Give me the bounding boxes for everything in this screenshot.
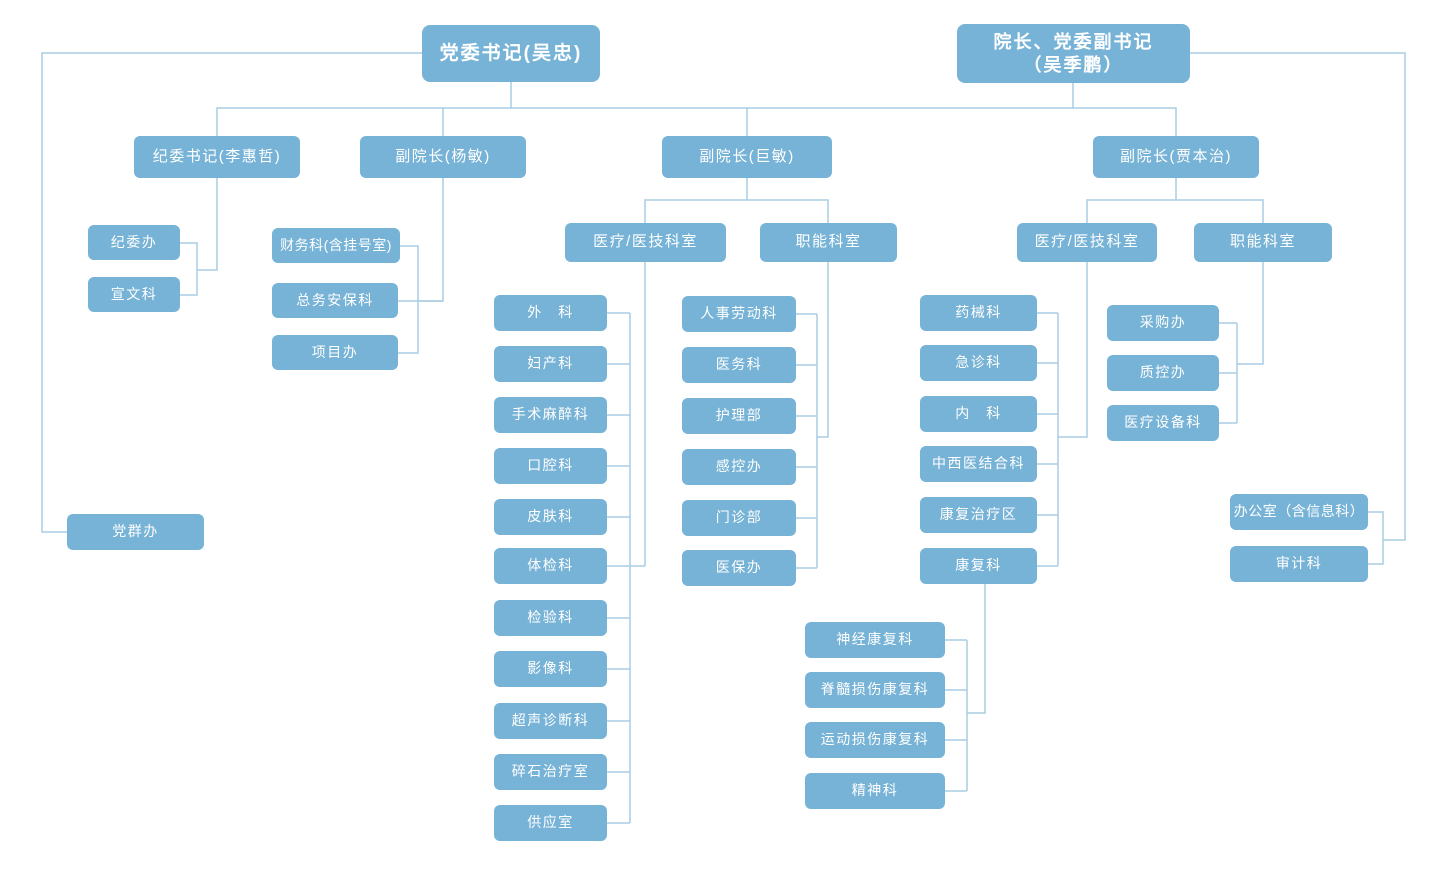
rehab-sub-dept-2: 运动损伤康复科 xyxy=(805,722,945,758)
yangmin-dept-2: 项目办 xyxy=(272,335,398,370)
rehab-sub-dept-0: 神经康复科 xyxy=(805,622,945,658)
medical-right-dept-3: 中西医结合科 xyxy=(920,446,1037,482)
medical-left-dept-3: 口腔科 xyxy=(494,448,607,484)
rehab-sub-dept-3: 精神科 xyxy=(805,773,945,809)
node-president: 院长、党委副书记 （吴季鹏） xyxy=(957,24,1190,83)
medical-left-dept-7: 影像科 xyxy=(494,651,607,687)
medical-right-dept-2: 内 科 xyxy=(920,396,1037,432)
medical-left-dept-1: 妇产科 xyxy=(494,346,607,382)
functional-right-dept-0: 采购办 xyxy=(1107,305,1219,341)
medical-right-dept-1: 急诊科 xyxy=(920,345,1037,381)
node-vp-jiabenzhi: 副院长(贾本治) xyxy=(1093,136,1259,178)
discipline-dept-1: 宣文科 xyxy=(88,277,180,312)
medical-left-dept-9: 碎石治疗室 xyxy=(494,754,607,790)
president-admin-dept-1: 审计科 xyxy=(1230,546,1368,582)
medical-right-dept-5: 康复科 xyxy=(920,548,1037,584)
node-vp-jumin: 副院长(巨敏) xyxy=(662,136,832,178)
president-admin-dept-0: 办公室（含信息科） xyxy=(1230,494,1368,530)
node-president-line2: （吴季鹏） xyxy=(1023,54,1124,75)
medical-left-dept-0: 外 科 xyxy=(494,295,607,331)
node-discipline-secretary: 纪委书记(李惠哲) xyxy=(134,136,300,178)
yangmin-dept-1: 总务安保科 xyxy=(272,283,398,318)
functional-left-dept-4: 门诊部 xyxy=(682,500,796,536)
node-party-secretary: 党委书记(吴忠) xyxy=(422,25,600,82)
medical-left-dept-4: 皮肤科 xyxy=(494,499,607,535)
medical-left-dept-5: 体检科 xyxy=(494,548,607,584)
functional-left-dept-3: 感控办 xyxy=(682,449,796,485)
functional-right-dept-1: 质控办 xyxy=(1107,355,1219,391)
medical-right-dept-4: 康复治疗区 xyxy=(920,497,1037,533)
medical-right-dept-0: 药械科 xyxy=(920,295,1037,331)
node-medical-header-right: 医疗/医技科室 xyxy=(1017,223,1157,262)
rehab-sub-dept-1: 脊髓损伤康复科 xyxy=(805,672,945,708)
functional-left-dept-2: 护理部 xyxy=(682,398,796,434)
node-vp-yangmin: 副院长(杨敏) xyxy=(360,136,526,178)
medical-left-dept-10: 供应室 xyxy=(494,805,607,841)
functional-right-dept-2: 医疗设备科 xyxy=(1107,405,1219,441)
node-president-line1: 院长、党委副书记 xyxy=(993,32,1154,52)
medical-left-dept-8: 超声诊断科 xyxy=(494,703,607,739)
functional-left-dept-0: 人事劳动科 xyxy=(682,296,796,332)
medical-left-dept-2: 手术麻醉科 xyxy=(494,397,607,433)
node-functional-header-right: 职能科室 xyxy=(1194,223,1332,262)
medical-left-dept-6: 检验科 xyxy=(494,600,607,636)
node-medical-header-left: 医疗/医技科室 xyxy=(565,223,726,262)
node-party-mass-office: 党群办 xyxy=(67,514,204,550)
node-functional-header-left: 职能科室 xyxy=(760,223,897,262)
discipline-dept-0: 纪委办 xyxy=(88,225,180,260)
yangmin-dept-0: 财务科(含挂号室) xyxy=(272,228,400,263)
functional-left-dept-1: 医务科 xyxy=(682,347,796,383)
functional-left-dept-5: 医保办 xyxy=(682,550,796,586)
